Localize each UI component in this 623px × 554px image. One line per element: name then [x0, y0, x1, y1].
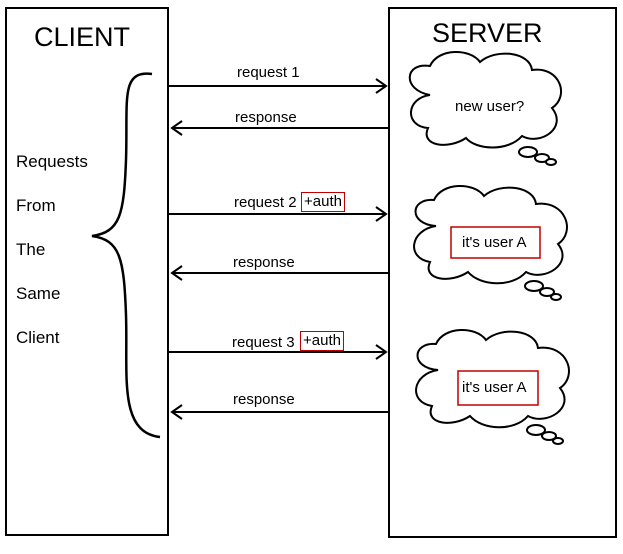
client-box: [5, 7, 169, 536]
response-arrow-3: [170, 404, 389, 420]
client-label-word-3: The: [16, 240, 46, 259]
highlight-box-user-a-2: [457, 370, 539, 406]
request-label-1: request 1: [237, 64, 300, 81]
request-label-3: request 3: [232, 334, 295, 351]
auth-badge-3: +auth: [300, 331, 344, 351]
highlight-box-user-a-1: [450, 226, 541, 259]
thought-cloud-2: [413, 184, 568, 301]
thought-cloud-3: [415, 328, 570, 445]
response-arrow-1: [170, 120, 389, 136]
server-title: SERVER: [432, 18, 543, 48]
response-label-3: response: [233, 391, 295, 408]
curly-brace: [91, 72, 161, 439]
thought-cloud-1: [408, 50, 562, 166]
client-title: CLIENT: [34, 22, 131, 52]
request-arrow-1: [169, 78, 388, 94]
client-label-word-5: Client: [16, 328, 60, 347]
response-arrow-2: [170, 265, 389, 281]
server-thought-1: new user?: [455, 98, 525, 115]
client-label-word-4: Same: [16, 284, 61, 303]
server-thought-3: it's user A: [462, 379, 527, 396]
client-label-word-1: Requests: [16, 152, 88, 171]
request-label-2: request 2: [234, 194, 297, 211]
request-arrow-2: [169, 206, 388, 222]
client-label-word-2: From: [16, 196, 56, 215]
response-label-2: response: [233, 254, 295, 271]
auth-badge-2: +auth: [301, 192, 345, 212]
response-label-1: response: [235, 109, 297, 126]
server-thought-2: it's user A: [462, 234, 527, 251]
request-arrow-3: [169, 344, 388, 360]
